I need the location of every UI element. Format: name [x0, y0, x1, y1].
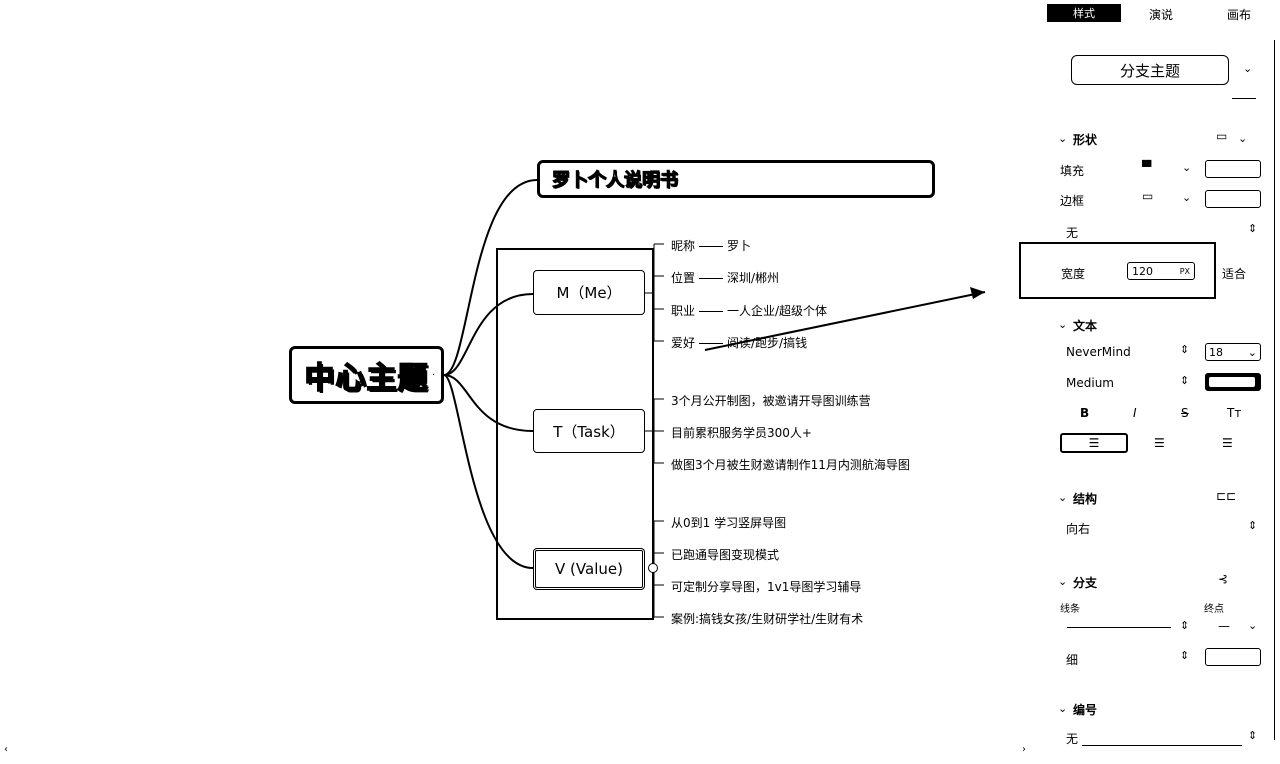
- line-weight-select[interactable]: 细: [1066, 653, 1079, 667]
- collapse-numbering-icon[interactable]: ⌄: [1058, 702, 1068, 715]
- border-shape-icon[interactable]: ▭: [1142, 189, 1154, 203]
- task-item[interactable]: 3个月公开制图，被邀请开导图训练营: [671, 394, 871, 408]
- tab-style[interactable]: 样式: [1047, 4, 1121, 22]
- me-item[interactable]: 爱好阅读/跑步/搞钱: [671, 336, 808, 350]
- chevron-down-icon[interactable]: ⌄: [1243, 62, 1253, 75]
- chevron-down-icon: ⌄: [1247, 345, 1257, 359]
- branch-task[interactable]: T（Task）: [533, 409, 645, 453]
- italic-button[interactable]: I: [1133, 406, 1137, 420]
- scroll-left-icon[interactable]: ‹: [4, 744, 8, 755]
- end-label: 终点: [1204, 604, 1224, 615]
- top-branch-topic[interactable]: 罗卜个人说明书: [537, 160, 935, 198]
- align-center-button[interactable]: ☰: [1060, 433, 1128, 453]
- branch-me-label: M（Me）: [556, 284, 622, 302]
- panel-scrollbar[interactable]: [1274, 40, 1277, 740]
- tab-present[interactable]: 演说: [1149, 8, 1174, 22]
- chevron-down-icon[interactable]: ⌄: [1182, 191, 1192, 204]
- format-panel: 样式 演说 画布 分支主题 ⌄ ⌄ 形状 ▭ ⌄ 填充 ▀ ⌄ 边框 ▭ ⌄ 无…: [1019, 0, 1280, 764]
- panel-tabs: 样式 演说 画布: [1030, 0, 1280, 30]
- width-highlight: 宽度 120 PX: [1019, 242, 1216, 299]
- top-branch-label: 罗卜个人说明书: [552, 170, 679, 192]
- chevron-down-icon[interactable]: ⌄: [1238, 132, 1248, 145]
- branch-me[interactable]: M（Me）: [533, 270, 645, 315]
- task-item[interactable]: 目前累积服务学员300人+: [671, 426, 812, 440]
- width-input[interactable]: 120 PX: [1127, 262, 1195, 280]
- fill-bucket-icon[interactable]: ▀: [1142, 160, 1152, 174]
- text-color-swatch[interactable]: [1205, 373, 1261, 391]
- align-justify-icon[interactable]: ☰: [1222, 436, 1233, 450]
- me-item[interactable]: 职业一人企业/超级个体: [671, 304, 828, 318]
- section-numbering-title: 编号: [1073, 703, 1098, 717]
- section-branch-title: 分支: [1073, 576, 1098, 590]
- text-case-button[interactable]: Tт: [1227, 406, 1242, 420]
- font-size-select[interactable]: 18 ⌄: [1205, 343, 1261, 361]
- scroll-right-icon[interactable]: ›: [1022, 744, 1026, 755]
- me-item[interactable]: 昵称罗卜: [671, 239, 752, 253]
- shape-rect-icon[interactable]: ▭: [1216, 129, 1228, 143]
- task-item[interactable]: 做图3个月被生财邀请制作11月内测航海导图: [671, 458, 910, 472]
- value-item[interactable]: 案例:搞钱女孩/生财研学社/生财有术: [671, 612, 864, 626]
- stepper-icon[interactable]: ⇕: [1248, 729, 1258, 742]
- section-text-title: 文本: [1073, 319, 1098, 333]
- stepper-icon[interactable]: ⇕: [1180, 619, 1190, 632]
- central-expand-icon[interactable]: ·: [432, 370, 436, 381]
- mindmap-canvas[interactable]: 中心主题 · 罗卜个人说明书 M（Me） T（Task） V (Value) 昵…: [0, 0, 1030, 764]
- divider: [1232, 98, 1256, 99]
- branch-value-label: V (Value): [555, 560, 623, 578]
- boundary-frame[interactable]: [496, 248, 654, 620]
- chevron-down-icon[interactable]: ⌄: [1182, 161, 1192, 174]
- section-structure-title: 结构: [1073, 492, 1098, 506]
- value-item[interactable]: 可定制分享导图，1v1导图学习辅导: [671, 580, 862, 594]
- structure-icon[interactable]: ⊏⊏: [1216, 489, 1237, 503]
- border-style-select[interactable]: 无: [1066, 226, 1079, 240]
- me-item[interactable]: 位置深圳/郴州: [671, 271, 780, 285]
- branch-value[interactable]: V (Value): [533, 548, 645, 590]
- stepper-icon[interactable]: ⇕: [1180, 343, 1190, 356]
- tab-canvas[interactable]: 画布: [1227, 8, 1252, 22]
- width-label: 宽度: [1061, 267, 1086, 281]
- central-topic[interactable]: 中心主题: [289, 346, 444, 404]
- section-shape-title: 形状: [1073, 133, 1098, 147]
- border-label: 边框: [1060, 194, 1085, 208]
- collapse-shape-icon[interactable]: ⌄: [1058, 132, 1068, 145]
- strike-button[interactable]: S: [1181, 406, 1189, 420]
- branch-color-swatch[interactable]: [1205, 648, 1261, 666]
- end-style-select[interactable]: —: [1218, 619, 1230, 633]
- fit-button[interactable]: 适合: [1222, 267, 1247, 281]
- fill-label: 填充: [1060, 164, 1085, 178]
- central-topic-label: 中心主题: [304, 360, 429, 397]
- collapse-toggle-icon[interactable]: [648, 563, 658, 573]
- numbering-select[interactable]: 无: [1066, 732, 1079, 746]
- border-color-swatch[interactable]: [1205, 190, 1261, 208]
- stepper-icon[interactable]: ⇕: [1180, 649, 1190, 662]
- stepper-icon[interactable]: ⇕: [1248, 519, 1258, 532]
- line-label: 线条: [1060, 604, 1080, 615]
- collapse-structure-icon[interactable]: ⌄: [1058, 491, 1068, 504]
- theme-select[interactable]: 分支主题: [1071, 55, 1229, 85]
- chevron-down-icon[interactable]: ⌄: [1248, 619, 1258, 632]
- branch-task-label: T（Task）: [553, 422, 625, 441]
- align-center-icon: ☰: [1088, 436, 1100, 450]
- bold-button[interactable]: B: [1080, 406, 1090, 420]
- divider: [1082, 745, 1242, 746]
- connector-lines: [443, 179, 986, 618]
- value-item[interactable]: 从0到1 学习竖屏导图: [671, 516, 787, 530]
- line-style-select[interactable]: [1067, 627, 1171, 628]
- font-family-select[interactable]: NeverMind: [1066, 345, 1131, 359]
- align-right-icon[interactable]: ☰: [1154, 436, 1165, 450]
- fill-color-swatch[interactable]: [1205, 160, 1261, 178]
- stepper-icon[interactable]: ⇕: [1180, 374, 1190, 387]
- branch-style-icon[interactable]: ⊰: [1218, 572, 1229, 586]
- stepper-icon[interactable]: ⇕: [1248, 222, 1258, 235]
- structure-select[interactable]: 向右: [1066, 522, 1091, 536]
- collapse-branch-icon[interactable]: ⌄: [1058, 575, 1068, 588]
- font-weight-select[interactable]: Medium: [1066, 376, 1114, 390]
- collapse-text-icon[interactable]: ⌄: [1058, 318, 1068, 331]
- value-item[interactable]: 已跑通导图变现模式: [671, 548, 780, 562]
